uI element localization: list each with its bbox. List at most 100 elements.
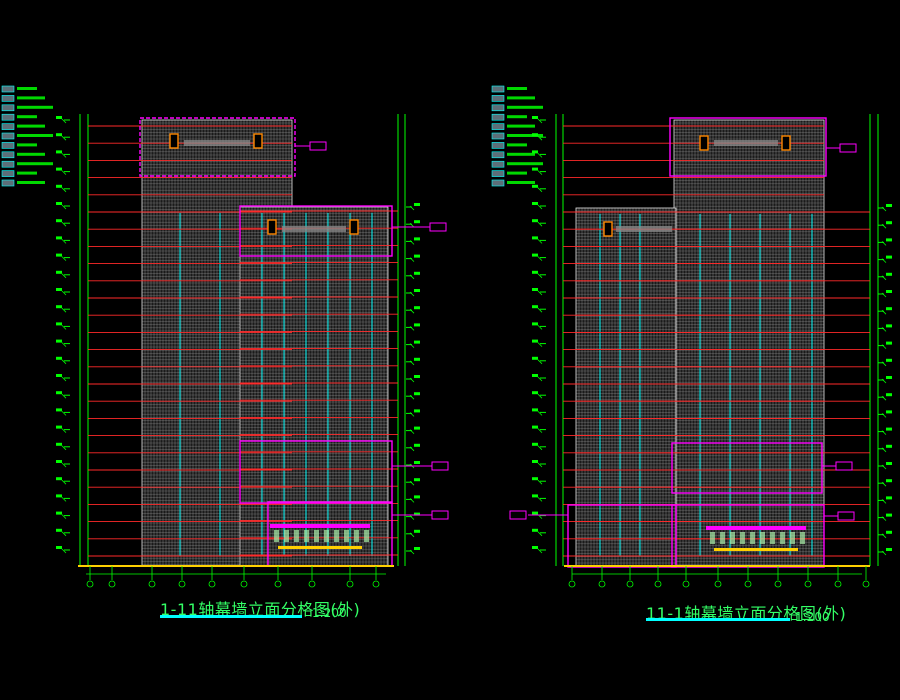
legend-text-mark	[17, 181, 45, 184]
level-label-mark	[414, 426, 420, 430]
level-arrow	[537, 221, 543, 227]
level-label-mark	[886, 204, 892, 207]
legend-swatch	[1, 104, 15, 112]
level-label-mark	[532, 339, 538, 343]
level-arrow	[61, 359, 67, 365]
axis-bubble	[654, 580, 662, 588]
legend-swatch	[491, 151, 505, 159]
level-arrow	[881, 327, 887, 332]
level-arrow	[409, 343, 415, 348]
detail-callouts	[139, 117, 449, 567]
level-arrow	[537, 479, 543, 485]
level-arrow	[537, 187, 543, 193]
level-arrow	[881, 361, 887, 367]
legend-swatch	[1, 142, 15, 149]
legend-text-mark	[17, 124, 45, 128]
level-label-mark	[56, 288, 62, 291]
level-arrow	[61, 445, 67, 451]
level-label-mark	[886, 255, 892, 259]
level-label-mark	[414, 203, 420, 206]
facade-outline	[239, 206, 389, 567]
level-label-mark	[56, 305, 62, 309]
level-arrow	[61, 548, 67, 554]
level-arrow	[881, 275, 887, 281]
podium-column	[780, 532, 785, 544]
legend-text-mark	[507, 162, 543, 166]
level-label-mark	[532, 288, 538, 291]
podium-column	[740, 532, 745, 544]
level-label-mark	[56, 408, 62, 412]
elevation-left	[1, 85, 449, 588]
level-arrow	[61, 307, 67, 313]
level-arrow	[537, 531, 543, 537]
level-label-mark	[532, 253, 538, 257]
level-arrow	[61, 325, 67, 330]
level-label-mark	[532, 391, 538, 395]
roof-details	[603, 135, 791, 237]
level-label-mark	[56, 270, 62, 274]
level-label-mark	[56, 202, 62, 205]
level-label-mark	[532, 219, 538, 223]
podium-column	[344, 530, 349, 542]
level-label-mark	[532, 460, 538, 463]
legend-swatch	[491, 170, 505, 177]
level-label-mark	[56, 477, 62, 481]
legend	[491, 85, 543, 187]
podium-canopy	[278, 546, 362, 549]
podium-band	[270, 524, 370, 528]
level-arrow	[61, 256, 67, 261]
level-label-mark	[414, 357, 420, 361]
level-arrow	[61, 153, 67, 158]
level-label-mark	[532, 305, 538, 309]
podium-column	[334, 530, 339, 542]
level-arrow	[537, 239, 543, 244]
legend-text-mark	[17, 134, 53, 137]
legend-text-mark	[507, 96, 535, 100]
level-label-mark	[532, 528, 538, 532]
level-label-mark	[532, 356, 538, 360]
callout-tag	[429, 222, 447, 232]
level-label-mark	[414, 529, 420, 533]
level-arrow	[409, 515, 415, 520]
level-label-mark	[56, 356, 62, 360]
level-arrow	[537, 256, 543, 261]
level-arrow	[537, 307, 543, 313]
level-arrow	[409, 360, 415, 366]
podium-column	[294, 530, 299, 542]
level-label-mark	[56, 116, 62, 119]
level-arrow	[881, 447, 887, 453]
legend-swatch	[491, 179, 505, 187]
legend-swatch	[1, 160, 15, 168]
legend-text-mark	[17, 87, 37, 90]
level-label-mark	[886, 221, 892, 225]
level-label-mark	[886, 358, 892, 362]
level-arrow	[61, 187, 67, 193]
axis-bubble	[346, 580, 354, 588]
legend-swatch	[491, 104, 505, 112]
roof-band	[714, 140, 778, 146]
level-arrow	[409, 240, 415, 245]
level-arrow	[409, 326, 415, 331]
level-label-mark	[532, 442, 538, 446]
axis-bubble	[178, 580, 186, 588]
callout-tag	[431, 461, 449, 471]
legend-text-mark	[17, 96, 45, 100]
level-arrow	[409, 446, 415, 452]
level-arrow	[409, 429, 415, 434]
level-arrow	[537, 325, 543, 330]
legend-swatch	[491, 123, 505, 130]
level-label-mark	[414, 547, 420, 550]
podium-column	[730, 532, 735, 544]
level-label-mark	[414, 237, 420, 241]
level-arrow	[881, 430, 887, 435]
legend-text-mark	[507, 87, 527, 90]
level-arrow	[409, 549, 415, 555]
level-label-mark	[56, 494, 62, 498]
legend-swatch	[491, 142, 505, 149]
legend-text-mark	[507, 115, 527, 119]
legend-text-mark	[507, 105, 543, 109]
axis-bubble	[804, 580, 812, 588]
legend-swatch	[491, 132, 505, 140]
detail-box	[139, 117, 296, 177]
